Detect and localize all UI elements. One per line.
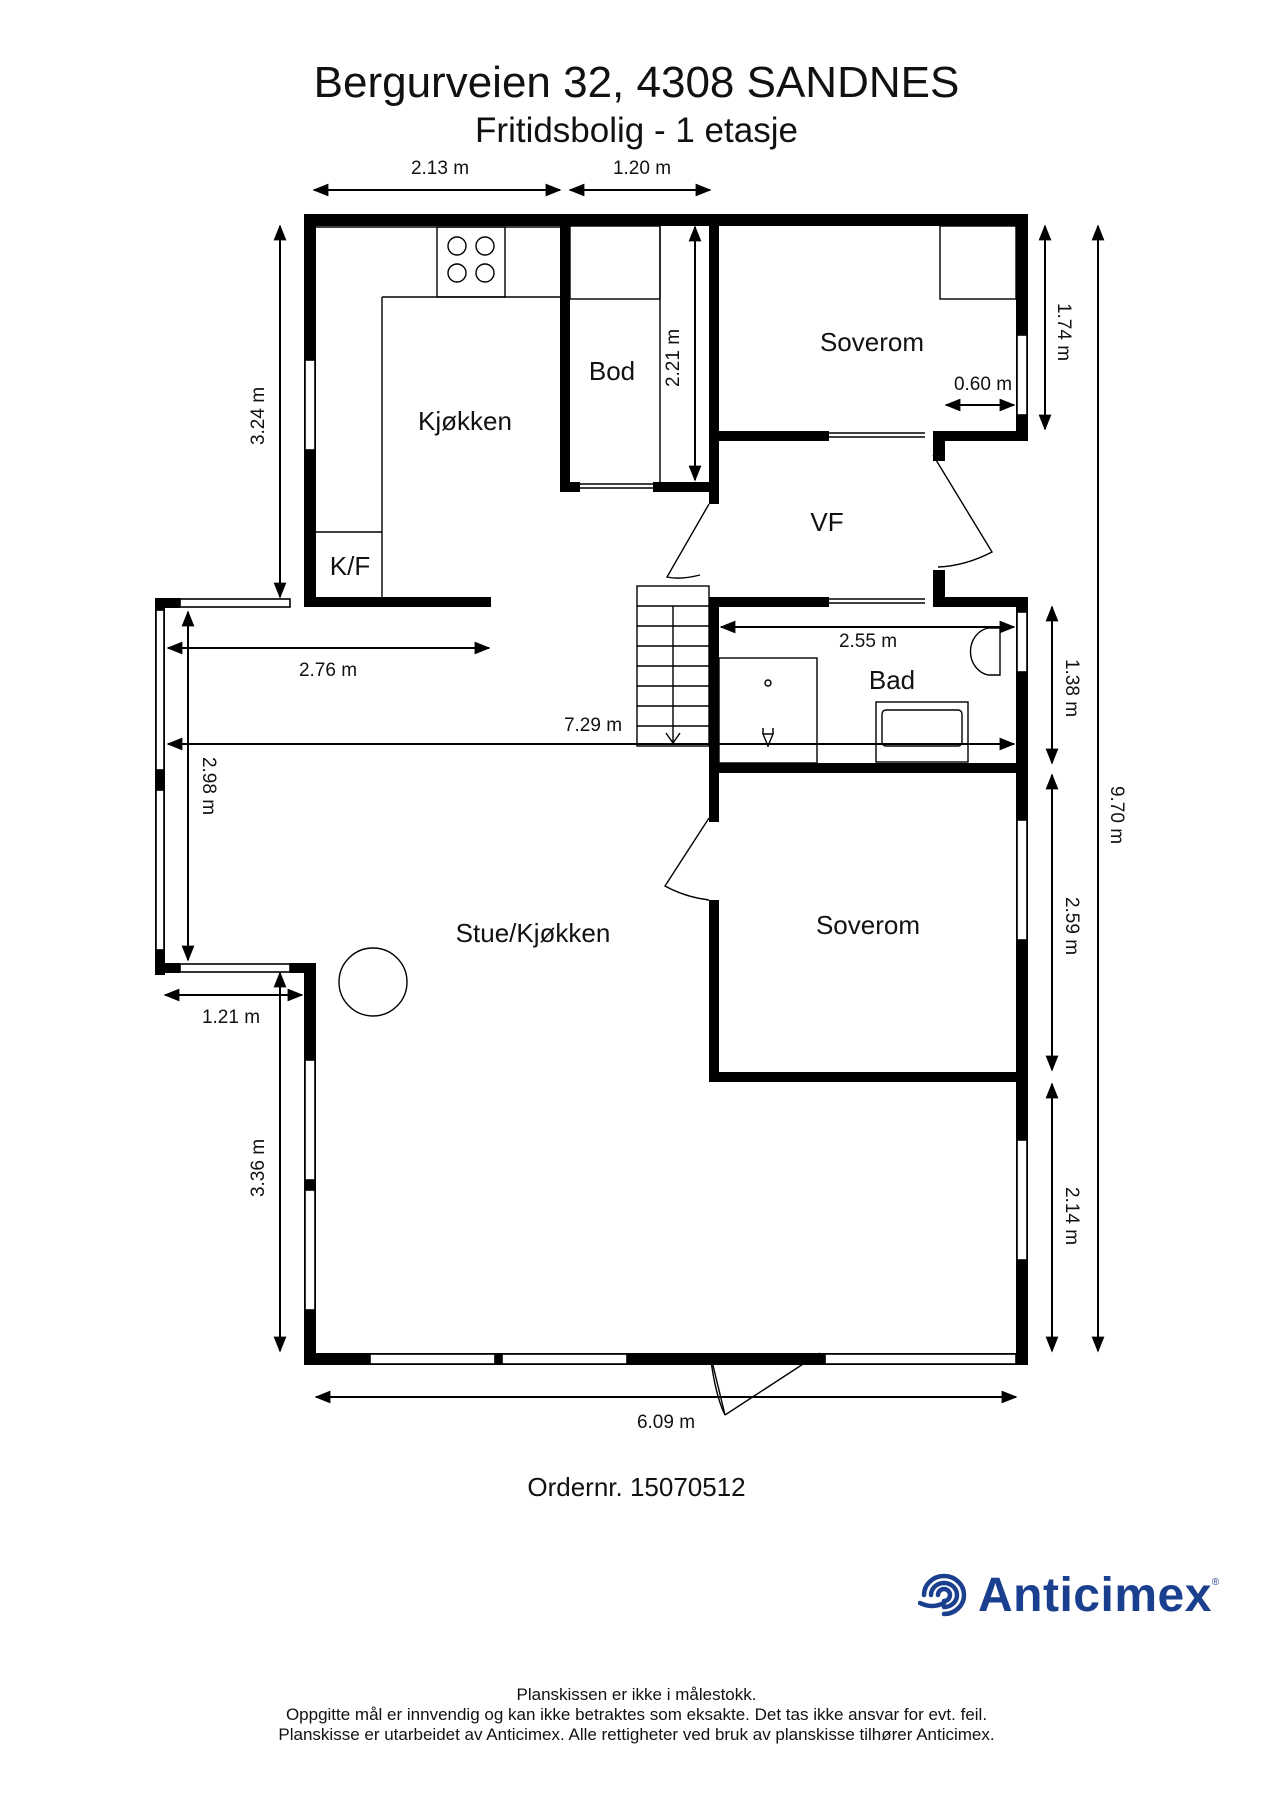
room-label-storage: Bod: [589, 356, 635, 386]
wall-closet-bottom: [933, 431, 1028, 441]
room-label-kitchen: Kjøkken: [418, 406, 512, 436]
door-vf-left-swing: [665, 503, 710, 579]
dim-label-bath-width: 2.55 m: [839, 631, 897, 652]
sink-icon: [875, 701, 969, 763]
window-bedroom-top: [1016, 334, 1028, 416]
wall-bath-left: [709, 597, 719, 822]
dim-label-bedroom-bottom-height: 2.59 m: [1061, 897, 1082, 955]
dim-label-total-height: 9.70 m: [1106, 786, 1127, 844]
order-number: Ordernr. 15070512: [527, 1472, 746, 1502]
wall-bod-right: [709, 214, 719, 492]
walls: [155, 214, 1028, 1365]
wall-vf-right-top: [933, 431, 945, 461]
wall-bedroom-bottom-left-top: [709, 773, 719, 818]
window-bedroom-bottom: [1016, 819, 1028, 941]
wall-bod-bottom-right: [653, 482, 719, 492]
wall-top: [304, 214, 1028, 226]
window-bay-left-1: [155, 609, 165, 771]
room-label-hall: VF: [810, 507, 843, 537]
wall-kitchen-bottom: [304, 597, 491, 607]
wall-bedroom-bottom-left: [709, 900, 719, 1080]
window-living-right: [1016, 1139, 1028, 1261]
dim-label-living-lower-height: 3.36 m: [248, 1139, 269, 1197]
dim-label-right-lower-height: 2.14 m: [1061, 1187, 1082, 1245]
room-label-living: Stue/Kjøkken: [456, 918, 611, 948]
dim-label-bath-height: 1.38 m: [1061, 659, 1082, 717]
wall-bath-bottom: [709, 763, 1028, 773]
dim-label-kitchen-height: 3.24 m: [248, 387, 269, 445]
wall-bath-top-right: [933, 597, 1028, 607]
door-front-swing: [709, 1352, 821, 1416]
room-label-bedroom-bottom: Soverom: [816, 910, 920, 940]
wall-bay-top-stub: [155, 598, 180, 608]
toilet-icon: [969, 627, 1001, 676]
room-label-bath: Bad: [869, 665, 915, 695]
window-bay-left-2: [155, 789, 165, 951]
window-living-left-2: [304, 1189, 316, 1311]
doors: [580, 432, 993, 1416]
wall-bay-bottom-stub-right: [290, 963, 316, 973]
stove-icon: [436, 226, 506, 298]
footer-line-3: Planskisse er utarbeidet av Anticimex. A…: [278, 1725, 995, 1744]
registered-mark: ®: [1211, 1577, 1220, 1588]
plan-title: Bergurveien 32, 4308 SANDNES: [313, 58, 960, 107]
window-bottom-1: [369, 1353, 496, 1365]
dim-label-bottom-width: 6.09 m: [637, 1412, 695, 1433]
table-icon: [338, 947, 408, 1017]
dim-label-closet-width: 0.60 m: [954, 374, 1012, 395]
dim-label-bod-height: 2.21 m: [663, 329, 684, 387]
wall-vf-right-bottom: [933, 570, 945, 607]
room-label-bedroom-top: Soverom: [820, 327, 924, 357]
stairs-icon: [636, 585, 710, 747]
footer-line-1: Planskissen er ikke i målestokk.: [516, 1685, 757, 1704]
closet-shelf: [939, 225, 1017, 300]
bod-shelf: [569, 225, 661, 300]
dim-label-bay-offset: 1.21 m: [202, 1007, 260, 1028]
window-bay-bottom: [179, 963, 291, 973]
door-vf-right-swing: [932, 454, 993, 568]
window-bath: [1016, 611, 1028, 673]
dim-label-total-width: 7.29 m: [564, 715, 622, 736]
footer-disclaimer: Planskissen er ikke i målestokk. Oppgitt…: [0, 1685, 1273, 1745]
footer-line-2: Oppgitte mål er innvendig og kan ikke be…: [285, 1705, 988, 1724]
wall-vf-left: [709, 492, 719, 504]
fixtures: [316, 225, 1017, 1017]
window-bay-top: [179, 598, 291, 608]
wall-bedroom-bottom-bottom: [709, 1072, 1028, 1082]
wall-bath-top: [709, 597, 829, 607]
room-label-fridge: K/F: [330, 551, 370, 581]
window-kitchen: [304, 359, 316, 451]
dim-label-bay-height: 2.98 m: [198, 757, 219, 815]
windows: [155, 334, 1028, 1365]
wall-bod-left: [560, 214, 570, 490]
floor-plan: Kjøkken Bod Soverom VF K/F Bad Stue/Kjøk…: [155, 158, 1127, 1433]
dim-label-top-left: 2.13 m: [411, 158, 469, 179]
wall-bay-bottom-stub: [155, 963, 180, 973]
anticimex-spiral-icon: [918, 1573, 967, 1617]
wall-bottom-right-solid: [824, 1353, 1017, 1365]
brand-name: Anticimex: [978, 1568, 1212, 1622]
door-bedroom-bottom-swing: [664, 817, 710, 901]
wall-bod-bottom-left: [560, 482, 580, 492]
dim-label-top-right: 1.20 m: [613, 158, 671, 179]
wall-bay: [155, 598, 165, 975]
dim-label-bedroom-top-height: 1.74 m: [1053, 303, 1074, 361]
dim-label-kitchen-width: 2.76 m: [299, 660, 357, 681]
plan-subtitle: Fritidsbolig - 1 etasje: [475, 111, 798, 150]
brand-logo: Anticimex ®: [918, 1565, 1219, 1625]
window-bottom-2: [501, 1353, 628, 1365]
shower-icon: [718, 657, 818, 764]
window-living-left-1: [304, 1059, 316, 1181]
dimension-lines: [163, 183, 1105, 1404]
wall-bedroom-top-bottom: [709, 431, 829, 441]
